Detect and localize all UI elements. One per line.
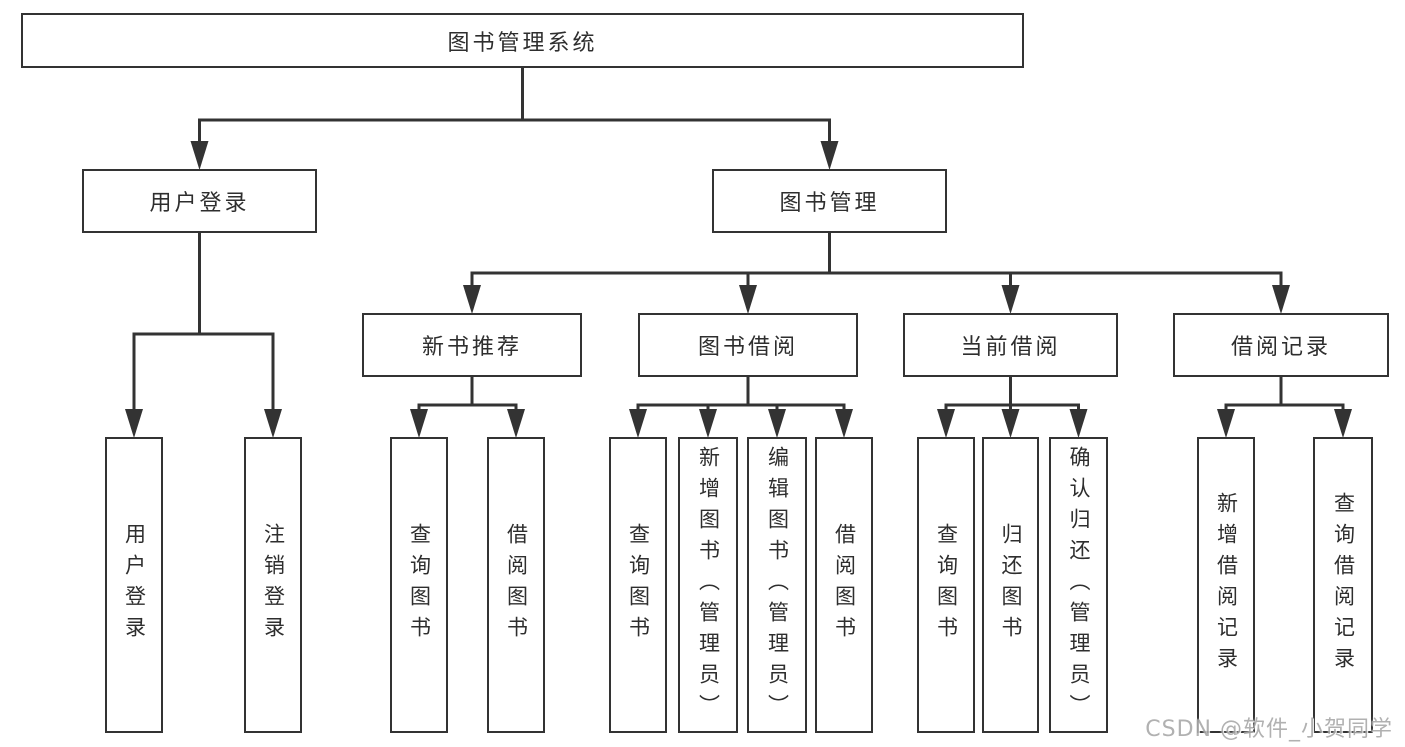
node-br-add-record: 新增借阅记录 xyxy=(1197,437,1255,733)
node-do-user-login: 用户登录 xyxy=(105,437,163,733)
node-user-login: 用户登录 xyxy=(82,169,317,233)
node-current-borrow: 当前借阅 xyxy=(903,313,1118,377)
arrowhead xyxy=(190,141,209,170)
node-label: 借阅图书 xyxy=(832,523,857,647)
node-bb-query-book: 查询图书 xyxy=(609,437,667,733)
node-label: 新书推荐 xyxy=(421,335,522,360)
arrowhead xyxy=(507,409,525,438)
arrowhead xyxy=(739,285,757,314)
arrowhead xyxy=(699,409,717,438)
arrowhead xyxy=(937,409,955,438)
arrowhead xyxy=(1069,409,1088,438)
node-label: 归还图书 xyxy=(999,523,1023,647)
node-label: 查询借阅记录 xyxy=(1331,492,1356,678)
node-cb-return-book: 归还图书 xyxy=(982,437,1039,733)
node-label: 借阅图书 xyxy=(504,523,529,647)
node-label: 新增借阅记录 xyxy=(1214,492,1239,678)
node-book-management: 图书管理 xyxy=(712,169,947,233)
node-label: 借阅记录 xyxy=(1230,335,1331,360)
node-bb-borrow-book: 借阅图书 xyxy=(815,437,873,733)
arrowhead xyxy=(629,409,647,438)
node-label: 注销登录 xyxy=(261,523,286,647)
node-label: 查询图书 xyxy=(934,523,959,647)
node-label: 编辑图书（管理员） xyxy=(765,445,790,725)
node-new-book-recommend: 新书推荐 xyxy=(362,313,582,377)
node-label: 图书借阅 xyxy=(697,335,798,360)
arrowhead xyxy=(463,285,481,314)
node-label: 图书管理系统 xyxy=(447,30,598,56)
node-label: 查询图书 xyxy=(407,523,432,647)
arrowhead xyxy=(1272,285,1290,314)
arrowhead xyxy=(1217,409,1235,438)
node-root: 图书管理系统 xyxy=(21,13,1024,68)
arrowhead xyxy=(1001,285,1020,314)
node-rec-query-book: 查询图书 xyxy=(390,437,448,733)
arrowhead xyxy=(768,409,786,438)
node-rec-borrow-book: 借阅图书 xyxy=(487,437,545,733)
node-bb-add-book: 新增图书（管理员） xyxy=(678,437,738,733)
arrowhead xyxy=(410,409,428,438)
node-borrow-records: 借阅记录 xyxy=(1173,313,1389,377)
node-book-borrow: 图书借阅 xyxy=(638,313,858,377)
arrowhead xyxy=(1001,409,1020,438)
arrowhead xyxy=(835,409,853,438)
node-label: 图书管理 xyxy=(779,191,880,216)
node-cb-query-book: 查询图书 xyxy=(917,437,975,733)
arrowhead xyxy=(820,141,839,170)
node-label: 用户登录 xyxy=(149,191,250,216)
node-bb-edit-book: 编辑图书（管理员） xyxy=(747,437,807,733)
node-label: 新增图书（管理员） xyxy=(696,445,721,725)
node-cb-confirm-return: 确认归还（管理员） xyxy=(1049,437,1108,733)
arrowhead xyxy=(1334,409,1352,438)
arrowhead xyxy=(264,409,282,438)
arrowhead xyxy=(125,409,143,438)
node-label: 查询图书 xyxy=(626,523,651,647)
watermark: CSDN @软件_小贺同学 xyxy=(1145,717,1393,742)
node-label: 当前借阅 xyxy=(960,335,1061,360)
node-do-logout: 注销登录 xyxy=(244,437,302,733)
node-label: 确认归还（管理员） xyxy=(1067,445,1091,725)
node-br-query-record: 查询借阅记录 xyxy=(1313,437,1373,733)
node-label: 用户登录 xyxy=(122,523,147,647)
